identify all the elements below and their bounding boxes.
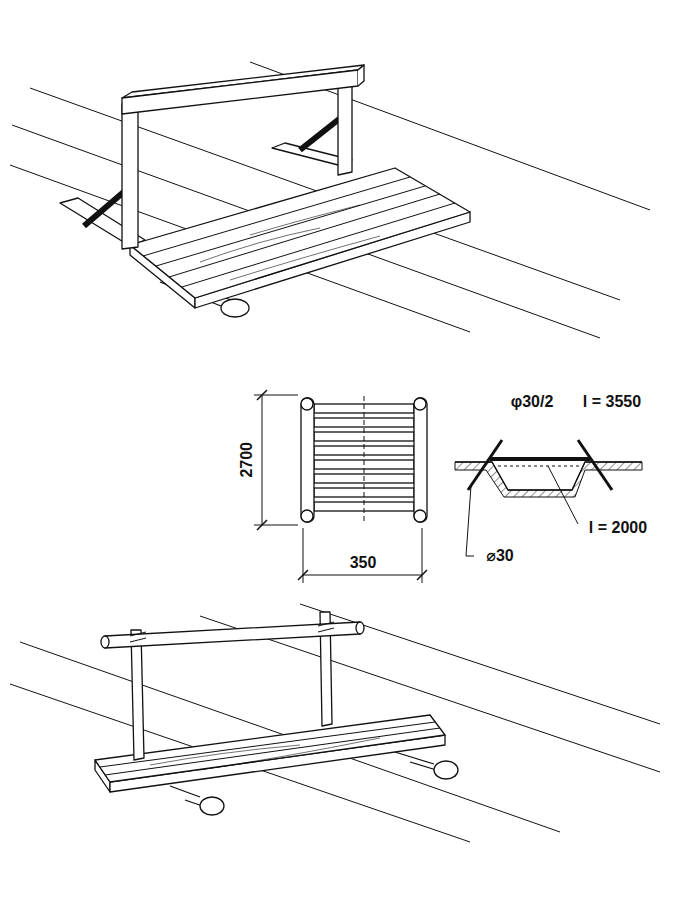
dimension-label: ⌀30 (484, 547, 515, 565)
dimension-line (254, 395, 298, 525)
log (301, 398, 314, 522)
plank-joint (100, 722, 440, 775)
ditch-edge (10, 165, 470, 332)
section-view (455, 440, 642, 556)
log-end (434, 761, 458, 779)
log-end (414, 510, 426, 522)
brace (84, 190, 126, 226)
ditch-edge (20, 642, 560, 832)
plank-joints (143, 177, 455, 287)
log-end (301, 510, 313, 522)
log-end (221, 299, 249, 317)
log-section (498, 466, 582, 467)
dimension-label: 350 (348, 554, 379, 572)
log-end (200, 797, 224, 815)
anchor-stake (578, 440, 612, 490)
leader-line (548, 466, 578, 524)
dimension-label: l = 2000 (587, 519, 649, 537)
leader-line (466, 486, 474, 556)
post (131, 630, 144, 760)
bottom-sketch (10, 604, 660, 842)
dimension-label: φ30/2 (509, 393, 556, 411)
plan-view (254, 390, 427, 583)
ditch-edge (30, 88, 620, 300)
rail-pole (105, 622, 360, 648)
top-sketch (10, 62, 650, 338)
deck-section (490, 457, 590, 461)
center-line (364, 396, 365, 524)
dimension-tick (257, 390, 267, 530)
ditch-lines (10, 604, 660, 842)
rail (122, 70, 358, 114)
log-end (301, 398, 313, 410)
anchor-stake (468, 440, 502, 490)
dimension-line (303, 528, 422, 583)
plank-joint (169, 194, 440, 277)
dimension-lines (254, 390, 427, 583)
ditch-lines (10, 62, 650, 338)
wood-grain (200, 205, 380, 280)
rail-end (358, 65, 364, 86)
deck (95, 715, 445, 782)
plank-joint (182, 203, 455, 287)
dimension-label: l = 3550 (581, 393, 643, 411)
deck (130, 168, 470, 298)
ditch-edge (10, 684, 470, 842)
dimension-label: 2700 (238, 440, 256, 480)
ditch-edge (12, 125, 600, 338)
log (414, 398, 427, 522)
post (122, 101, 138, 249)
pole-end (101, 636, 109, 648)
post (338, 78, 352, 175)
pole-end (356, 622, 364, 634)
lashing (130, 622, 334, 642)
wood-grain (150, 738, 380, 770)
log-end (414, 398, 426, 410)
